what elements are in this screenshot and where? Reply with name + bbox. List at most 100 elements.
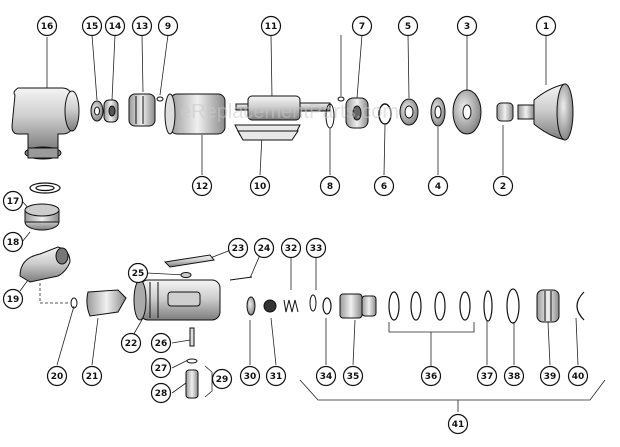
callout-23: 23 bbox=[227, 237, 249, 259]
callout-number: 24 bbox=[258, 244, 271, 254]
part-1-spindle-pad bbox=[517, 83, 574, 141]
callout-35: 35 bbox=[342, 365, 364, 387]
callout-29: 29 bbox=[211, 368, 233, 390]
callout-number: 3 bbox=[464, 22, 470, 32]
callout-number: 2 bbox=[500, 182, 506, 192]
callout-number: 1 bbox=[543, 22, 549, 32]
callout-circle bbox=[211, 368, 233, 390]
leader-lines bbox=[19, 34, 606, 412]
part-34-ring bbox=[322, 297, 332, 315]
callout-circle bbox=[227, 237, 249, 259]
part-36-rings bbox=[388, 291, 471, 321]
callout-number: 30 bbox=[244, 372, 257, 382]
part-21-muffler bbox=[86, 289, 127, 317]
callout-39: 39 bbox=[539, 365, 561, 387]
callout-circle bbox=[397, 15, 419, 37]
part-31-gear bbox=[263, 299, 277, 313]
callout-circle bbox=[120, 332, 142, 354]
part-26-valve-stem bbox=[189, 327, 195, 347]
callout-circle bbox=[131, 15, 153, 37]
callout-number: 8 bbox=[327, 182, 333, 192]
callout-number: 11 bbox=[265, 22, 278, 32]
callout-circle bbox=[260, 15, 282, 37]
part-15-bearing bbox=[90, 100, 104, 122]
callout-number: 6 bbox=[381, 182, 387, 192]
part-3-plate bbox=[452, 89, 482, 135]
callout-number: 10 bbox=[254, 182, 267, 192]
callout-number: 37 bbox=[481, 372, 494, 382]
part-30-washer bbox=[246, 296, 256, 316]
callout-34: 34 bbox=[315, 365, 337, 387]
callout-number: 5 bbox=[405, 22, 411, 32]
part-9-clip-left bbox=[156, 96, 164, 102]
part-12-rotor-housing bbox=[164, 93, 226, 135]
callout-number: 21 bbox=[86, 372, 99, 382]
callout-36: 36 bbox=[420, 365, 442, 387]
callout-30: 30 bbox=[239, 365, 261, 387]
callout-1: 1 bbox=[535, 15, 557, 37]
callout-circle bbox=[150, 332, 172, 354]
callout-circle bbox=[239, 365, 261, 387]
callout-5: 5 bbox=[397, 15, 419, 37]
part-25-pin bbox=[180, 272, 192, 278]
part-18-collar bbox=[24, 203, 60, 231]
callout-circle bbox=[373, 175, 395, 197]
callout-16: 16 bbox=[36, 15, 58, 37]
callout-circle bbox=[2, 231, 24, 253]
part-39-cap bbox=[536, 289, 560, 323]
part-6-ring bbox=[378, 103, 392, 125]
callout-number: 14 bbox=[109, 22, 122, 32]
callout-12: 12 bbox=[191, 175, 213, 197]
callout-circle bbox=[567, 365, 589, 387]
callout-25: 25 bbox=[127, 262, 149, 284]
callout-number: 7 bbox=[359, 22, 365, 32]
part-38-ring bbox=[506, 288, 520, 324]
callout-32: 32 bbox=[280, 237, 302, 259]
callout-circle bbox=[503, 365, 525, 387]
callout-circle bbox=[535, 15, 557, 37]
callout-number: 26 bbox=[155, 339, 168, 349]
part-13-gear bbox=[128, 93, 156, 127]
callout-circle bbox=[104, 15, 126, 37]
callout-circle bbox=[476, 365, 498, 387]
part-37-ring bbox=[483, 290, 493, 322]
callout-number: 31 bbox=[270, 372, 283, 382]
part-23-lever bbox=[163, 254, 215, 268]
callout-9: 9 bbox=[157, 15, 179, 37]
callout-33: 33 bbox=[305, 237, 327, 259]
part-11-rotor bbox=[235, 95, 331, 121]
callout-circle bbox=[492, 175, 514, 197]
callout-number: 22 bbox=[125, 339, 138, 349]
callout-circle bbox=[2, 190, 24, 212]
callout-19: 19 bbox=[2, 288, 24, 310]
callout-number: 40 bbox=[572, 372, 585, 382]
callout-number: 34 bbox=[320, 372, 333, 382]
callout-number: 4 bbox=[435, 182, 441, 192]
part-4-washer bbox=[430, 97, 446, 127]
callout-6: 6 bbox=[373, 175, 395, 197]
callout-18: 18 bbox=[2, 231, 24, 253]
callout-circle bbox=[36, 15, 58, 37]
part-14-gear bbox=[103, 99, 119, 123]
callout-number: 29 bbox=[216, 375, 229, 385]
callout-number: 19 bbox=[7, 295, 20, 305]
part-20-ring bbox=[70, 297, 78, 309]
callout-circle bbox=[420, 365, 442, 387]
callout-number: 25 bbox=[132, 269, 145, 279]
part-32-spring bbox=[283, 299, 299, 313]
callout-number: 20 bbox=[51, 372, 64, 382]
callout-2: 2 bbox=[492, 175, 514, 197]
callout-circle bbox=[81, 15, 103, 37]
callout-circle bbox=[319, 175, 341, 197]
callout-27: 27 bbox=[150, 357, 172, 379]
callout-14: 14 bbox=[104, 15, 126, 37]
callout-circle bbox=[447, 413, 469, 435]
callout-26: 26 bbox=[150, 332, 172, 354]
callout-circle bbox=[342, 365, 364, 387]
callout-3: 3 bbox=[456, 15, 478, 37]
callout-38: 38 bbox=[503, 365, 525, 387]
callout-circle bbox=[253, 237, 275, 259]
callout-28: 28 bbox=[150, 382, 172, 404]
part-5-bearing bbox=[399, 98, 419, 126]
